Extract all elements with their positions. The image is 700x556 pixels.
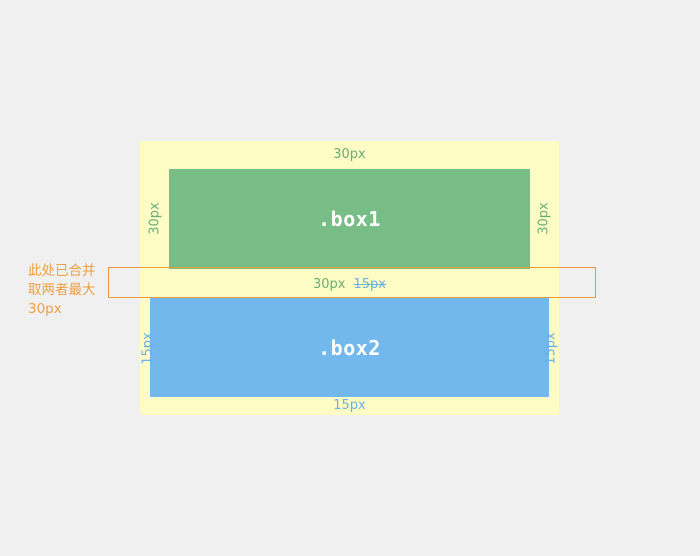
margin-label-kept-30px: 30px	[313, 277, 346, 292]
margin-label-top-30px: 30px	[333, 147, 366, 162]
margin-label-bottom-15px: 15px	[333, 398, 366, 413]
box2-label: .box2	[318, 335, 381, 360]
box2-element: .box2	[150, 298, 549, 397]
margin-container: .box1 .box2 30px 30px 30px 30px 15px 15px…	[140, 141, 559, 415]
collapse-annotation-text: 此处已合并 取两者最大 30px	[28, 262, 108, 319]
margin-label-right-30px: 30px	[536, 202, 552, 235]
collapse-annotation-line-1: 此处已合并	[28, 263, 96, 279]
collapsed-margin-labels: 30px 15px	[140, 278, 559, 291]
collapsed-margin-highlight	[108, 267, 596, 298]
margin-label-left-30px: 30px	[147, 202, 163, 235]
box1-element: .box1	[169, 169, 530, 269]
collapse-annotation-line-3: 30px	[28, 301, 62, 318]
margin-label-discarded-15px: 15px	[353, 277, 387, 292]
box1-label: .box1	[318, 207, 381, 231]
collapse-annotation-line-2: 取两者最大	[28, 282, 96, 299]
margin-label-right-15px: 15px	[543, 332, 559, 365]
margin-label-left-15px: 15px	[140, 332, 156, 365]
